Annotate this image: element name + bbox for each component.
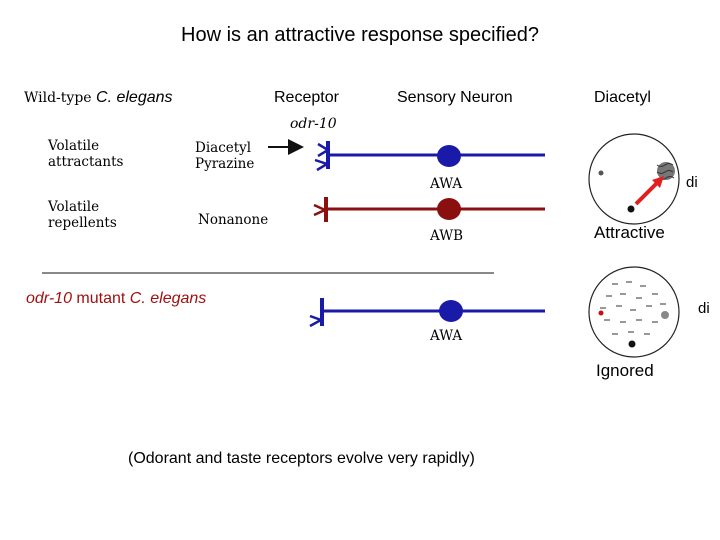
wild-type-prefix: Wild-type <box>24 90 92 106</box>
diacetyl-header: Diacetyl <box>594 89 651 106</box>
odorant-diacetyl: Diacetyl <box>195 140 252 156</box>
awa-label: AWA <box>430 176 463 192</box>
awb-cell-body <box>437 198 461 220</box>
sensory-neuron-header: Sensory Neuron <box>397 89 513 106</box>
mutant-awa-cell-body <box>439 300 463 322</box>
slide-title: How is an attractive response specified? <box>181 24 539 46</box>
mutant-awa-neuron <box>309 298 545 328</box>
awb-receptor-icon <box>313 203 329 217</box>
mutant-word: mutant <box>76 290 126 307</box>
mutant-receptor-branch-icon <box>309 314 325 328</box>
attractive-label: Attractive <box>594 223 665 242</box>
awa-cell-body <box>437 145 461 167</box>
wildtype-plate-dish <box>588 133 680 225</box>
worm-cluster-icon <box>656 162 675 180</box>
wild-type-species: C. elegans <box>96 89 173 106</box>
volatile-attractants-label: Volatile attractants <box>48 138 123 170</box>
wild-type-label: Wild-type C. elegans <box>24 89 173 107</box>
worm-origin-dot <box>627 205 635 213</box>
awb-label: AWB <box>430 228 463 244</box>
awa-neuron <box>314 141 545 172</box>
attractants-line2: attractants <box>48 154 124 170</box>
receptor-branch-icon <box>314 158 330 172</box>
mutant-label: odr-10 mutant C. elegans <box>26 290 206 308</box>
mutant-plate-dish <box>588 266 680 358</box>
mutant-awa-label: AWA <box>430 328 463 344</box>
attractants-line1: Volatile <box>48 138 100 154</box>
wildtype-plate <box>588 133 680 225</box>
control-spot <box>598 170 604 176</box>
odorant-nonanone: Nonanone <box>198 212 269 228</box>
mutant-plate <box>588 266 680 358</box>
repellents-line1: Volatile <box>48 199 100 215</box>
awb-neuron <box>313 197 545 222</box>
odr10-gene-label: odr-10 <box>290 116 337 132</box>
ignored-label: Ignored <box>596 361 654 380</box>
scattered-worms-icon <box>600 281 666 335</box>
odorant-pyrazine: Pyrazine <box>195 156 255 172</box>
receptor-header: Receptor <box>274 89 339 106</box>
footer-note: (Odorant and taste receptors evolve very… <box>128 450 475 467</box>
attractant-odorants-label: Diacetyl Pyrazine <box>195 140 254 172</box>
mutant-plate-di-label: di <box>698 300 710 317</box>
mutant-odorant-spot <box>661 311 669 319</box>
wildtype-plate-di-label: di <box>686 174 698 191</box>
mutant-worm-origin-dot <box>628 340 636 348</box>
odr10-receptor-icon <box>317 142 331 158</box>
repellents-line2: repellents <box>48 215 117 231</box>
attraction-arrowhead <box>652 176 664 188</box>
volatile-repellents-label: Volatile repellents <box>48 199 117 231</box>
mutant-gene: odr-10 <box>26 290 72 307</box>
mutant-species: C. elegans <box>129 290 207 307</box>
mutant-control-spot <box>598 310 604 316</box>
